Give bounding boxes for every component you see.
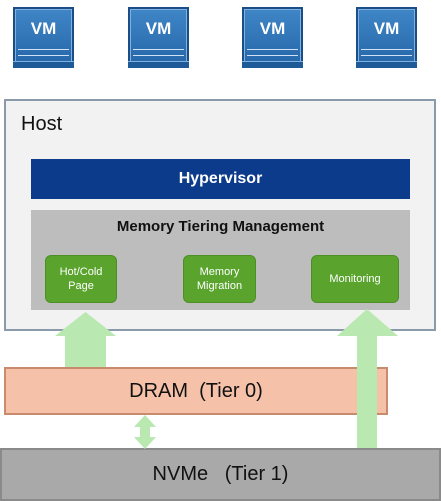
dram-tier-box: DRAM (Tier 0) — [4, 367, 388, 415]
module-label-line: Migration — [196, 280, 243, 292]
double-arrow-dram-nvme — [134, 415, 156, 449]
module-label-line: Monitoring — [329, 273, 381, 285]
vm-divider — [361, 49, 412, 50]
up-arrow-dram-to-hotcold — [55, 312, 116, 367]
hot-cold-page-module: Hot/Cold Page — [45, 255, 117, 303]
vm-icon: VM — [242, 7, 303, 68]
dram-tier-label: DRAM (Tier 0) — [129, 379, 263, 402]
vm-icon: VM — [13, 7, 74, 68]
nvme-tier-label: NVMe (Tier 1) — [152, 463, 289, 485]
monitoring-module: Monitoring — [311, 255, 399, 303]
vm-base — [128, 61, 189, 68]
memory-migration-module: Memory Migration — [183, 255, 256, 303]
vm-icon: VM — [128, 7, 189, 68]
module-label-line: Page — [68, 280, 94, 292]
vm-label: VM — [259, 19, 286, 38]
vm-icon: VM — [356, 7, 417, 68]
memory-tiering-title: Memory Tiering Management — [116, 218, 325, 235]
vm-label: VM — [373, 19, 400, 38]
vm-divider — [133, 49, 184, 50]
vm-label: VM — [145, 19, 172, 38]
vm-divider — [247, 55, 298, 56]
vm-divider — [18, 49, 69, 50]
module-label-line: Memory — [199, 266, 240, 278]
vm-base — [13, 61, 74, 68]
vm-divider — [133, 55, 184, 56]
vm-divider — [18, 55, 69, 56]
up-arrow-nvme-to-monitoring — [337, 309, 398, 448]
nvme-tier-box: NVMe (Tier 1) — [0, 448, 441, 501]
host-title: Host — [21, 113, 63, 135]
vm-divider — [361, 55, 412, 56]
vm-base — [242, 61, 303, 68]
vm-base — [356, 61, 417, 68]
module-label-line: Hot/Cold — [59, 266, 103, 278]
vm-divider — [247, 49, 298, 50]
hypervisor-bar: Hypervisor — [31, 159, 410, 199]
hypervisor-label: Hypervisor — [178, 170, 263, 187]
vm-label: VM — [30, 19, 57, 38]
